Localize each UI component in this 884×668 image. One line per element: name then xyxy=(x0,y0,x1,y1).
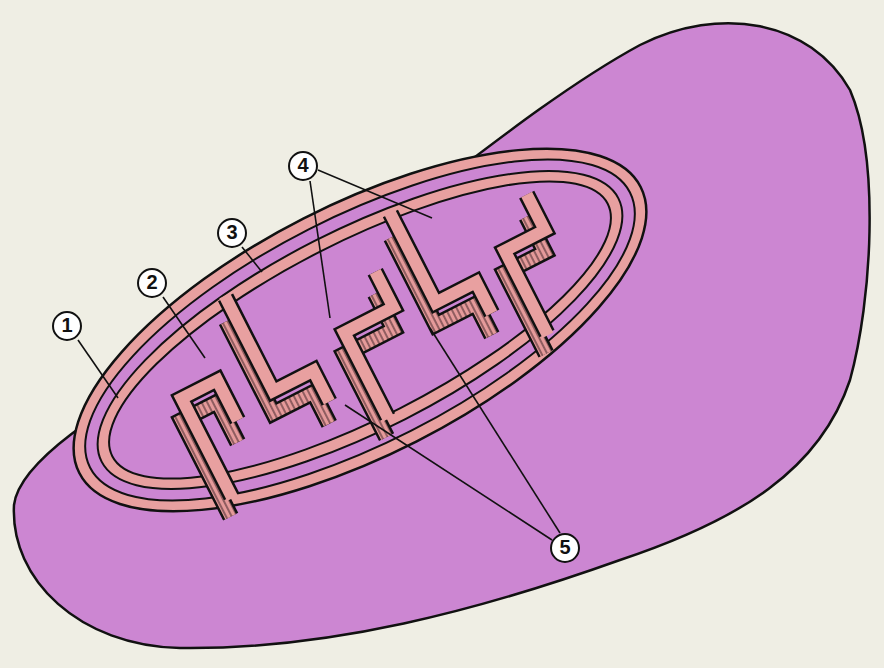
crista xyxy=(390,193,491,334)
callout-number: 3 xyxy=(217,218,247,248)
leader-line xyxy=(163,297,205,358)
crista xyxy=(487,195,588,336)
outer-membrane xyxy=(23,76,698,585)
callout-number: 2 xyxy=(137,268,167,298)
leader-line xyxy=(345,405,552,540)
crista xyxy=(326,272,437,419)
leader-line xyxy=(242,247,262,272)
crista xyxy=(182,380,268,498)
callout-number: 1 xyxy=(52,311,82,341)
leader-line xyxy=(318,170,432,218)
matrix xyxy=(72,125,647,534)
crista-walls xyxy=(151,178,587,516)
intermembrane-space xyxy=(39,92,682,568)
leader-line xyxy=(310,181,330,318)
crista xyxy=(225,275,330,422)
callout-number: 5 xyxy=(550,533,580,563)
cutaway-section xyxy=(23,76,698,585)
callout-number: 4 xyxy=(288,151,318,181)
cristae xyxy=(149,153,589,499)
crista xyxy=(226,277,330,422)
crista xyxy=(390,191,492,333)
leader-lines xyxy=(78,170,560,540)
inner-membrane xyxy=(56,109,664,551)
mitochondrion-body xyxy=(14,23,870,648)
leader-line xyxy=(78,340,118,398)
